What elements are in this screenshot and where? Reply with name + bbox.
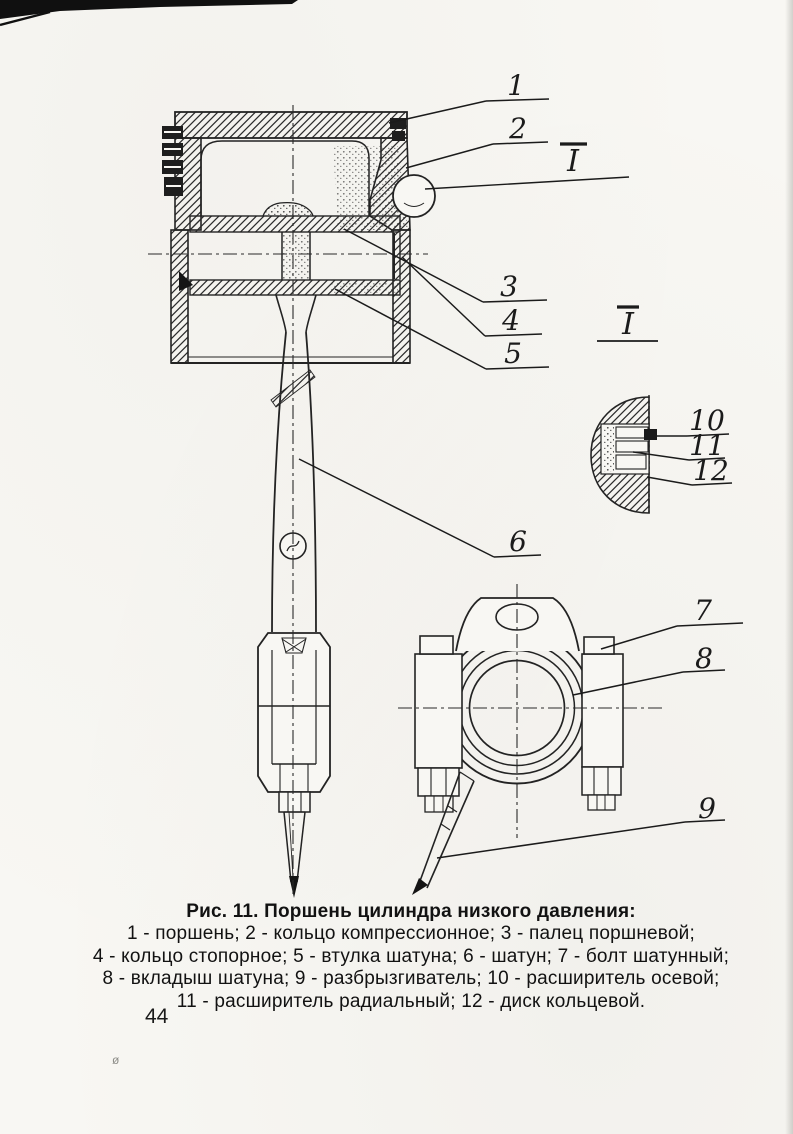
center-lines	[148, 105, 663, 897]
scan-border-top	[0, 0, 298, 27]
callout-4: 4	[401, 256, 543, 337]
big-end-side-view	[257, 632, 331, 898]
callout-10: 10	[649, 404, 730, 437]
caption-line: 4 - кольцо стопорное; 5 - втулка шатуна;…	[92, 945, 730, 967]
callout-3-label: 3	[500, 270, 518, 303]
page-number: 44	[145, 1005, 169, 1028]
callout-2-label: 2	[508, 112, 527, 145]
callout-4-label: 4	[501, 304, 520, 337]
callout-12-label: 12	[693, 454, 729, 487]
figure-caption: Рис. 11. Поршень цилиндра низкого давлен…	[78, 901, 744, 1013]
piston-rings	[162, 118, 406, 196]
sprayer	[412, 771, 475, 895]
callout-7-label: 7	[694, 594, 712, 627]
callout-12: 12	[646, 454, 733, 487]
section-marker-label: I	[566, 144, 580, 179]
caption-line: 8 - вкладыш шатуна; 9 - разбрызгиватель;…	[102, 968, 720, 990]
callout-5-label: 5	[504, 337, 522, 370]
callout-8: 8	[572, 642, 726, 696]
callout-8-label: 8	[695, 642, 713, 675]
callout-6: 6	[298, 458, 542, 558]
callouts: 1 2 3 4 5 6 7	[298, 69, 744, 859]
callout-9-label: 9	[698, 792, 716, 825]
callout-3: 3	[343, 228, 548, 303]
caption-line: 1 - поршень; 2 - кольцо компрессионное; …	[127, 923, 695, 945]
scan-speck: ø	[112, 1053, 120, 1067]
section-view-label: I	[621, 307, 635, 342]
big-end-front-view	[412, 597, 624, 895]
piston-section	[162, 111, 436, 364]
callout-2: 2	[405, 112, 549, 169]
callout-10-label: 10	[689, 404, 725, 437]
callout-6-label: 6	[509, 525, 527, 558]
callout-5: 5	[334, 288, 550, 370]
connecting-rod	[270, 294, 317, 633]
caption-line: 11 - расширитель радиальный; 12 - диск к…	[176, 990, 646, 1012]
callout-1: 1	[388, 69, 550, 124]
callout-7: 7	[600, 594, 744, 650]
figure-caption-title: Рис. 11. Поршень цилиндра низкого давлен…	[186, 901, 636, 922]
scan-edge-shadow	[785, 0, 793, 1134]
section-view-marker: I	[597, 305, 658, 342]
callout-11: 11	[632, 429, 726, 462]
callout-1-label: 1	[507, 69, 525, 102]
section-cut-marker: I	[424, 142, 630, 190]
callout-9: 9	[436, 792, 726, 859]
callout-11-label: 11	[689, 429, 725, 462]
detail-view-I	[590, 395, 657, 515]
